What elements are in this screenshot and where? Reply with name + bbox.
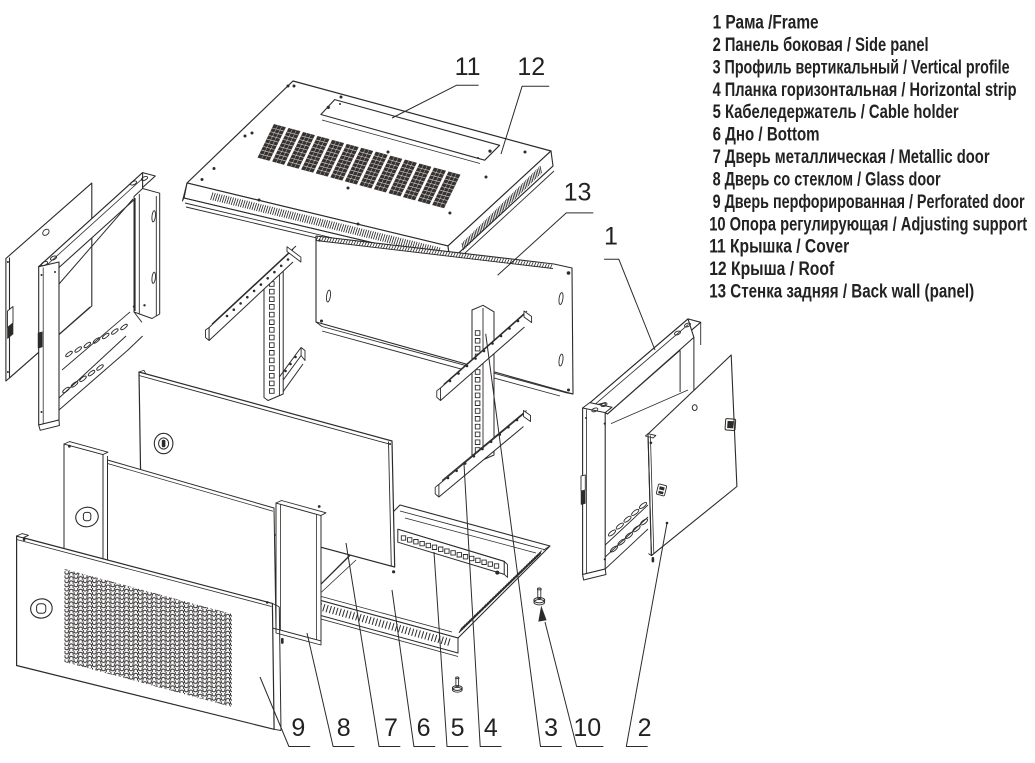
svg-text:9: 9: [291, 714, 305, 742]
svg-text:3 Профиль вертикальный / Verti: 3 Профиль вертикальный / Vertical profil…: [713, 57, 1010, 78]
svg-text:8 Дверь со стеклом / Glass doo: 8 Дверь со стеклом / Glass door: [713, 169, 941, 190]
svg-text:11 Крышка / Cover: 11 Крышка / Cover: [709, 237, 849, 258]
svg-text:13 Стенка задняя / Back wall (: 13 Стенка задняя / Back wall (panel): [709, 282, 974, 303]
svg-text:6: 6: [417, 714, 431, 742]
svg-text:12 Крыша / Roof: 12 Крыша / Roof: [709, 259, 835, 280]
svg-text:2 Панель боковая / Side panel: 2 Панель боковая / Side panel: [713, 35, 929, 56]
svg-text:5: 5: [451, 714, 465, 742]
svg-text:7 Дверь металлическая / Metall: 7 Дверь металлическая / Metallic door: [713, 147, 990, 168]
svg-text:11: 11: [455, 53, 481, 81]
svg-text:4: 4: [484, 714, 498, 742]
svg-text:3: 3: [544, 714, 558, 742]
svg-text:10 Опора регулирующая / Adjust: 10 Опора регулирующая / Adjusting suppor…: [709, 214, 1028, 235]
svg-text:7: 7: [384, 714, 398, 742]
svg-text:2: 2: [638, 714, 652, 742]
svg-text:1: 1: [604, 223, 618, 251]
svg-text:1 Рама /Frame: 1 Рама /Frame: [713, 13, 819, 34]
svg-text:13: 13: [564, 179, 592, 207]
svg-text:6 Дно / Bottom: 6 Дно / Bottom: [713, 125, 820, 146]
svg-text:4 Планка горизонтальная / Hori: 4 Планка горизонтальная / Horizontal str…: [713, 80, 1017, 101]
svg-text:9 Дверь перфорированная / Perf: 9 Дверь перфорированная / Perforated doo…: [713, 192, 1025, 213]
svg-text:8: 8: [337, 714, 351, 742]
svg-text:10: 10: [573, 714, 601, 742]
svg-text:12: 12: [517, 53, 545, 81]
svg-text:5 Кабеледержатель / Cable hold: 5 Кабеледержатель / Cable holder: [713, 102, 959, 123]
